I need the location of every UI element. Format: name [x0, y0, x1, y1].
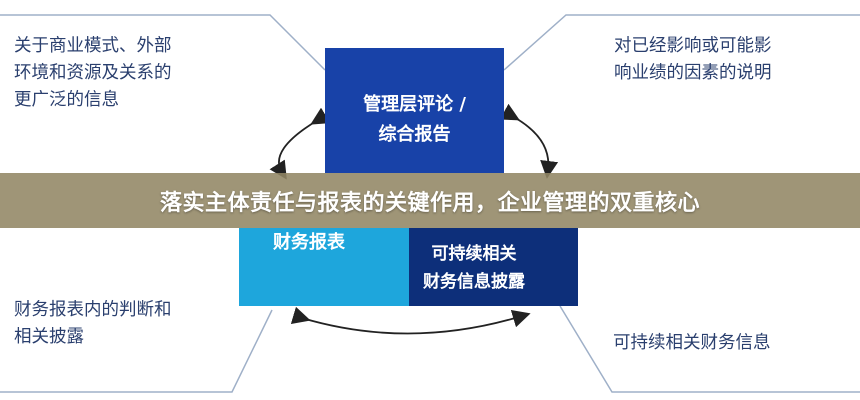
callout-line-top-right — [503, 14, 860, 71]
cycle-arrow-left — [269, 107, 331, 180]
cycle-arrow-right — [499, 103, 559, 179]
note-bottom-left: 财务报表内的判断和 相关披露 — [14, 300, 172, 348]
cycle-arrow-bottom — [290, 306, 531, 335]
management-commentary-box: 管理层评论 / 综合报告 — [325, 48, 504, 173]
callout-line-bottom-right — [559, 305, 860, 393]
note-top-left: 关于商业模式、外部 环境和资源及关系的 更广泛的信息 — [14, 36, 172, 111]
note-top-right: 对已经影响或可能影 响业绩的因素的说明 — [614, 36, 772, 84]
sustainability-disclosure-box: 可持续相关 财务信息披露 — [409, 228, 578, 306]
callout-line-top-left — [0, 14, 326, 71]
title-banner: 落实主体责任与报表的关键作用，企业管理的双重核心 — [0, 173, 860, 228]
financial-statements-box: 财务报表 — [239, 228, 409, 306]
callout-line-bottom-left — [0, 309, 273, 393]
note-bottom-right: 可持续相关财务信息 — [613, 333, 771, 353]
